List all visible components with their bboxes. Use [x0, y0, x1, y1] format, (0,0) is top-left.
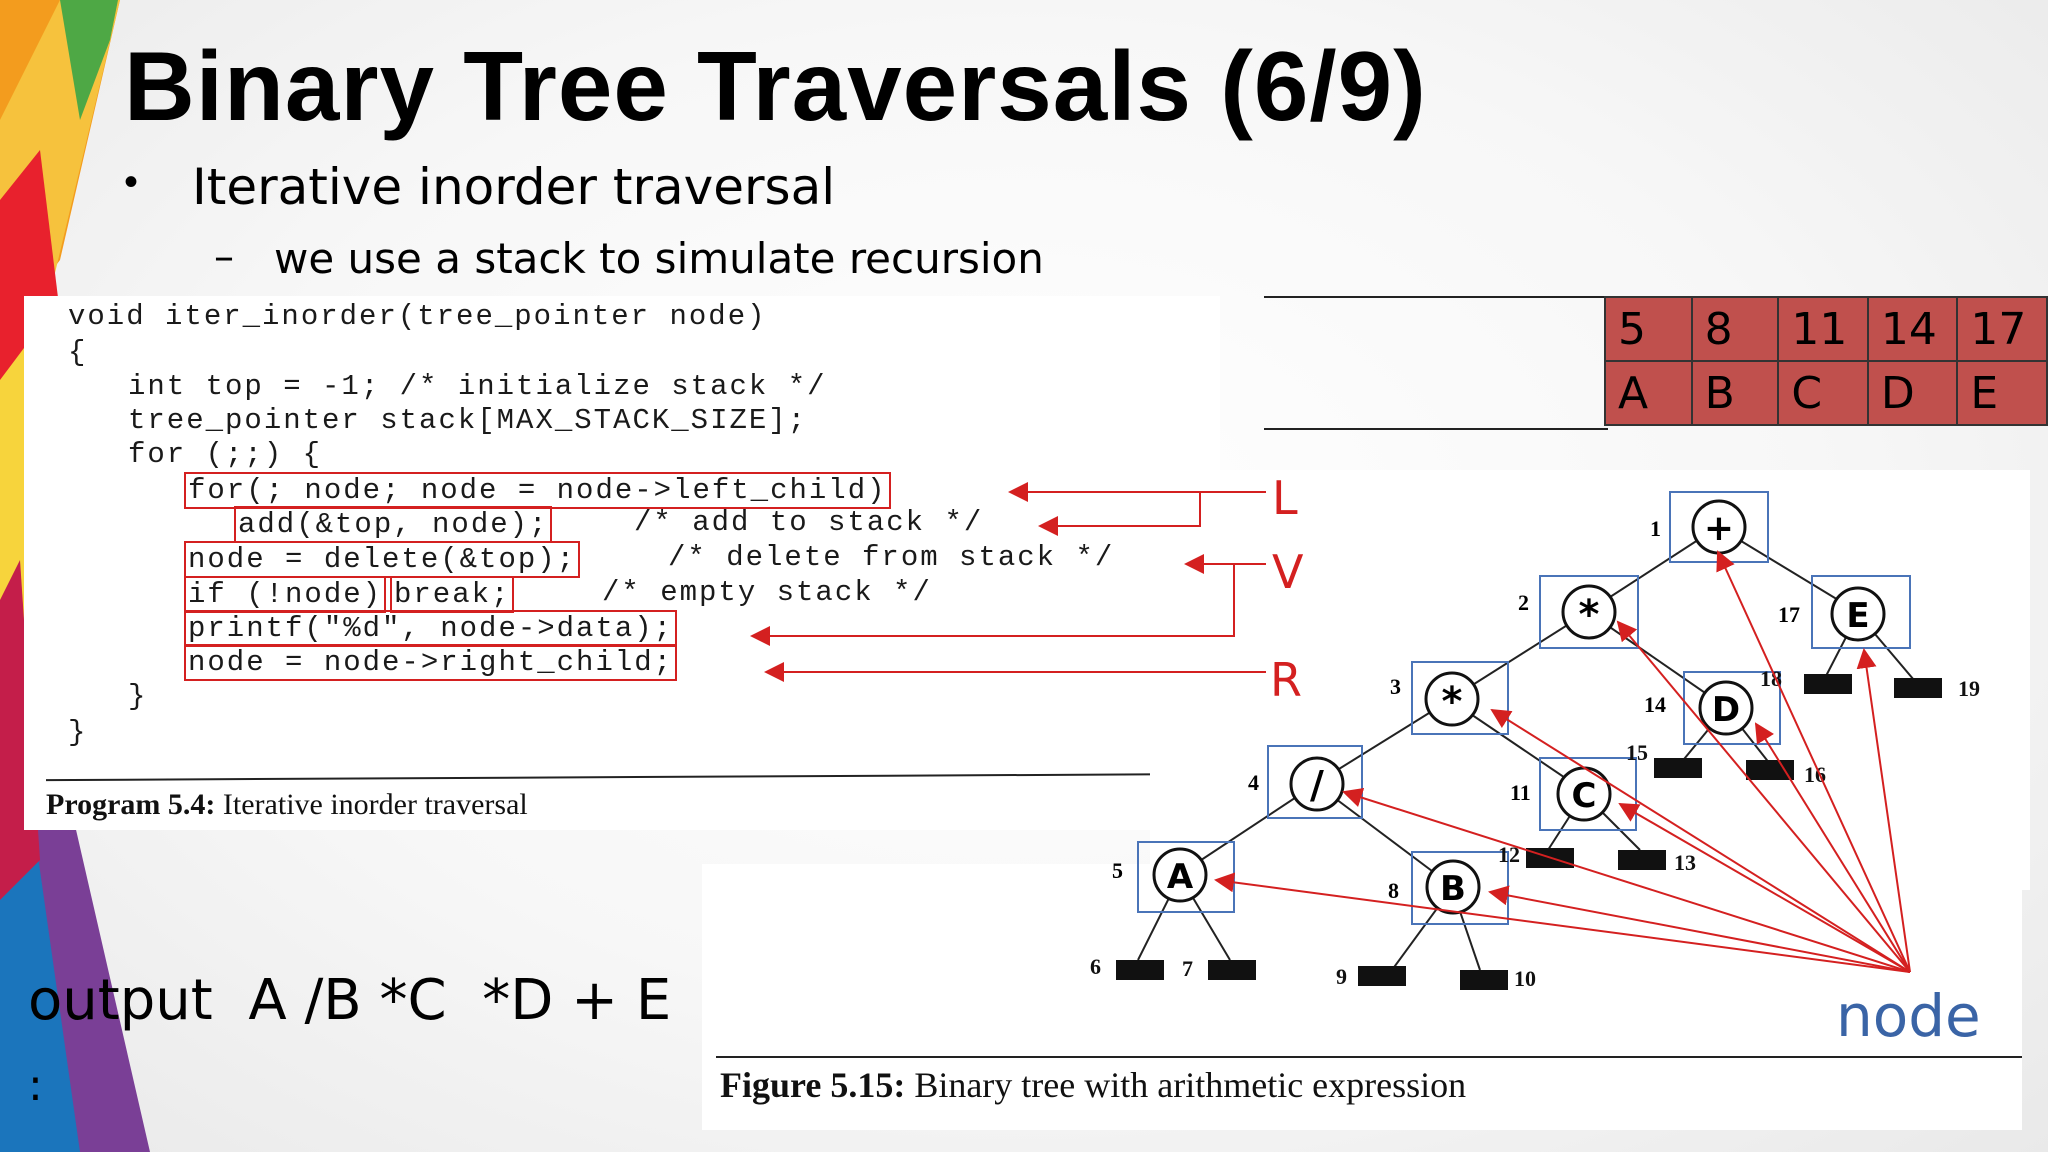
marker-L: L — [1272, 471, 1298, 525]
tree-node-number: 1 — [1650, 516, 1661, 541]
stack-cell: A — [1604, 360, 1693, 426]
code-line-printf: printf("%d", node->data); — [184, 610, 678, 647]
tree-node-number: 4 — [1248, 770, 1259, 795]
tree-node-symbol: / — [1310, 763, 1324, 807]
bullet-dot-icon: • — [124, 160, 139, 204]
stack-bottom-line — [1264, 428, 1608, 430]
code-line: } — [128, 680, 148, 713]
stack-cell: B — [1690, 360, 1780, 426]
figure-divider — [716, 1056, 2022, 1058]
stack-cell: C — [1777, 360, 1869, 426]
slide-title: Binary Tree Traversals (6/9) — [124, 31, 1427, 141]
sub-bullet-dash-icon: – — [214, 234, 234, 280]
null-label: 13 — [1674, 850, 1696, 875]
code-line: { — [68, 336, 88, 369]
tree-node-number: 5 — [1112, 858, 1123, 883]
bullet-text: Iterative inorder traversal — [192, 158, 836, 216]
tree-node-number: 14 — [1644, 692, 1666, 717]
tree-node-plus: + 1 — [1650, 491, 1769, 563]
stack-row-numbers: 5 8 11 14 17 — [1604, 296, 2048, 362]
tree-node-number: 17 — [1778, 602, 1800, 627]
node-pointer-label: node — [1836, 982, 1981, 1050]
tree-node-star2: * 2 — [1518, 575, 1639, 649]
stack-cell: 14 — [1866, 296, 1959, 362]
null-label: 15 — [1626, 740, 1648, 765]
tree-node-symbol: B — [1440, 869, 1466, 909]
tree-node-star3: * 3 — [1390, 661, 1509, 735]
figure-caption: Figure 5.15: Binary tree with arithmetic… — [720, 1064, 1466, 1106]
stack-table: 5 8 11 14 17 A B C D E — [1604, 296, 2048, 426]
stack-cell: E — [1956, 360, 2048, 426]
code-line: tree_pointer stack[MAX_STACK_SIZE]; — [128, 404, 808, 437]
tree-node-number: 8 — [1388, 878, 1399, 903]
null-label: 16 — [1804, 762, 1826, 787]
null-label: 12 — [1498, 842, 1520, 867]
code-comment: /* delete from stack */ — [668, 541, 1115, 574]
tree-node-symbol: D — [1712, 690, 1740, 730]
tree-node-symbol: * — [1442, 679, 1463, 725]
tree-node-number: 3 — [1390, 674, 1401, 699]
tree-node-number: 11 — [1510, 780, 1531, 805]
stack-row-letters: A B C D E — [1604, 360, 2048, 426]
stack-cell: 5 — [1604, 296, 1693, 362]
code-line: int top = -1; /* initialize stack */ — [128, 370, 827, 403]
null-label: 6 — [1090, 954, 1101, 979]
sub-bullet-text: we use a stack to simulate recursion — [274, 234, 1044, 283]
code-line: for (;;) { — [128, 438, 323, 471]
tree-node-slash: / 4 — [1248, 745, 1363, 819]
figure-caption-text: Binary tree with arithmetic expression — [914, 1065, 1467, 1105]
stack-cell: 8 — [1690, 296, 1780, 362]
output-line: output A /B *C *D + E — [28, 968, 671, 1033]
stack-cell: 11 — [1777, 296, 1869, 362]
tree-node-A: A 5 — [1112, 841, 1235, 913]
program-caption: Program 5.4: Iterative inorder traversal — [46, 788, 528, 822]
code-comment: /* add to stack */ — [634, 506, 984, 539]
code-panel: void iter_inorder(tree_pointer node) { i… — [24, 296, 1246, 830]
null-label: 10 — [1514, 966, 1536, 991]
tree-node-symbol: A — [1167, 857, 1194, 897]
tree-node-E: E 17 — [1778, 575, 1911, 649]
code-line-add: add(&top, node); — [234, 506, 553, 543]
null-label: 18 — [1760, 666, 1782, 691]
marker-R: R — [1270, 653, 1302, 707]
tree-node-symbol: * — [1579, 592, 1600, 638]
marker-V: V — [1272, 545, 1304, 599]
output-label: output — [28, 968, 213, 1033]
tree-node-symbol: C — [1572, 776, 1597, 816]
code-line: } — [68, 716, 88, 749]
output-value: A /B *C *D + E — [248, 968, 672, 1033]
code-line-left-loop: for(; node; node = node->left_child) — [184, 472, 891, 509]
code-line-break: break; — [390, 576, 515, 613]
tree-node-D: D 14 — [1644, 671, 1781, 745]
code-line-right: node = node->right_child; — [184, 644, 678, 681]
code-line: void iter_inorder(tree_pointer node) — [68, 300, 767, 333]
tree-node-number: 2 — [1518, 590, 1529, 615]
tree-node-C: C 11 — [1510, 757, 1637, 831]
stack-cell: D — [1866, 360, 1959, 426]
null-labels: 6 7 9 10 12 13 15 16 18 19 — [1090, 666, 1980, 991]
traversal-arrows — [750, 482, 1266, 682]
figure-caption-bold: Figure 5.15: — [720, 1065, 906, 1105]
output-trailing: : — [28, 1060, 43, 1111]
stack-cell: 17 — [1956, 296, 2048, 362]
tree-node-symbol: + — [1704, 508, 1734, 549]
stack-top-line — [1264, 296, 1608, 298]
tree-node-symbol: E — [1846, 596, 1869, 636]
code-comment: /* empty stack */ — [602, 576, 932, 609]
null-label: 7 — [1182, 956, 1193, 981]
node-pointer-arrows — [1214, 550, 1911, 973]
program-caption-text: Iterative inorder traversal — [222, 788, 528, 821]
null-label: 19 — [1958, 676, 1980, 701]
null-label: 9 — [1336, 964, 1347, 989]
program-caption-bold: Program 5.4: — [46, 788, 216, 821]
code-line-if: if (!node) — [184, 576, 387, 613]
